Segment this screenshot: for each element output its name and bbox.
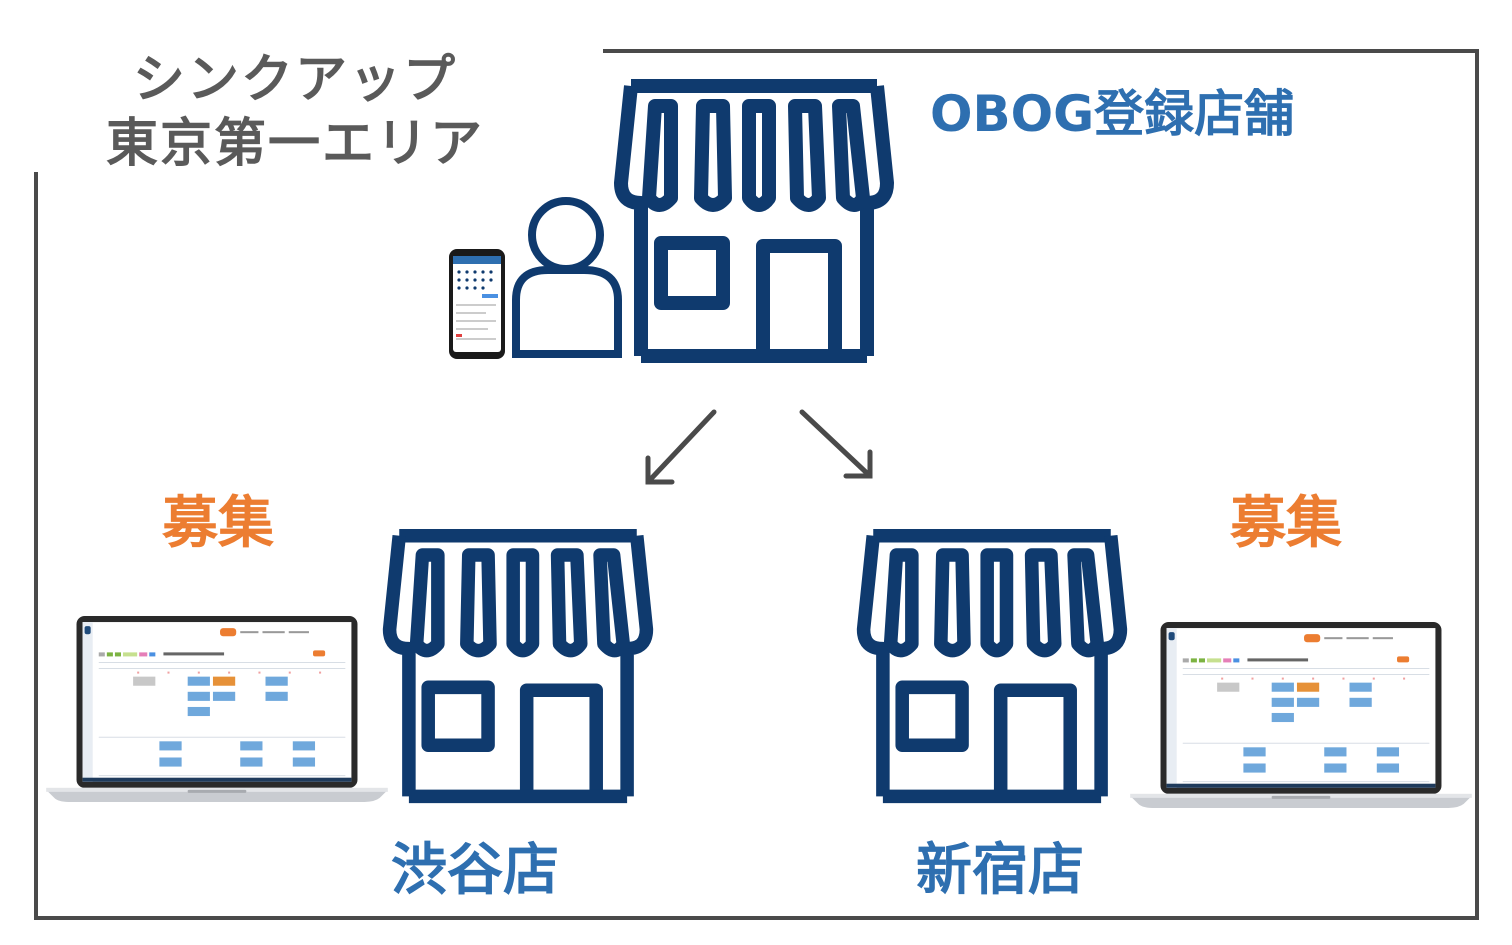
shinjuku-laptop-icon bbox=[1130, 622, 1472, 809]
store-name-shinjuku: 新宿店 bbox=[916, 838, 1084, 903]
recruit-label-shibuya: 募集 bbox=[162, 491, 274, 556]
main-storefront-icon bbox=[608, 78, 900, 368]
area-title-line1: シンクアップ bbox=[132, 50, 457, 110]
area-title: シンクアップ 東京第一エリア bbox=[100, 48, 490, 176]
store-name-shibuya: 渋谷店 bbox=[391, 838, 559, 903]
shibuya-laptop-icon bbox=[46, 616, 388, 803]
shinjuku-storefront-icon bbox=[846, 528, 1138, 808]
person-icon bbox=[512, 197, 622, 358]
recruit-label-shinjuku: 募集 bbox=[1230, 491, 1342, 556]
smartphone-icon bbox=[449, 249, 505, 359]
arrow-icon bbox=[645, 409, 873, 485]
area-title-line2: 東京第一エリア bbox=[105, 114, 484, 174]
main-store-label: OBOG登録店舗 bbox=[930, 85, 1295, 143]
shibuya-storefront-icon bbox=[372, 528, 664, 808]
